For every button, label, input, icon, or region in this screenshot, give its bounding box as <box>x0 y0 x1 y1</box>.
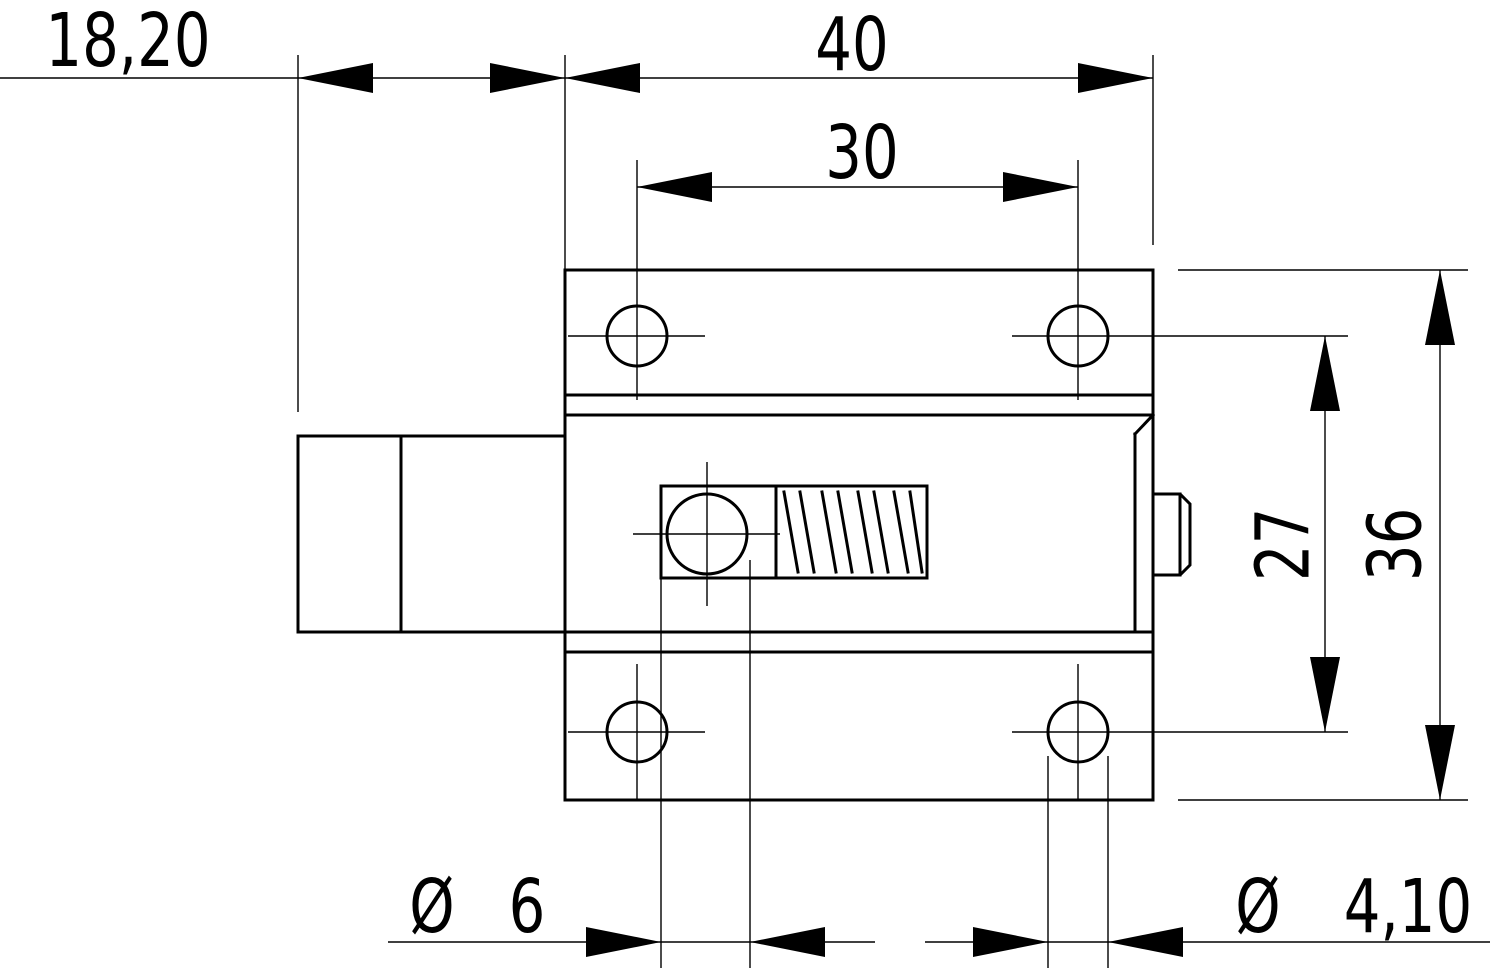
extension-lines <box>0 55 1468 968</box>
bolt <box>296 434 567 634</box>
dimension-bolt-extension: 18,20 <box>45 0 565 93</box>
dim-label-hole-spacing-vertical: 27 <box>1240 508 1327 581</box>
center-lines <box>568 160 1348 800</box>
dimension-knob-diameter: Ø 6 <box>388 863 875 957</box>
diameter-symbol: Ø <box>1235 863 1280 950</box>
dim-label-total-height: 36 <box>1352 508 1439 581</box>
dim-label-hole-spacing-horizontal: 30 <box>825 109 898 196</box>
base-plate-outline <box>563 268 1155 802</box>
diameter-symbol: Ø <box>409 863 454 950</box>
latch-body <box>296 268 1192 802</box>
dim-label-hole-diameter: 4,10 <box>1344 863 1473 950</box>
dim-label-knob-diameter: 6 <box>509 863 546 950</box>
dimension-hole-diameter: Ø 4,10 <box>925 863 1490 957</box>
end-pin <box>1151 492 1192 577</box>
slot-outline <box>659 484 929 580</box>
dimension-hole-spacing-vertical: 27 <box>1240 336 1340 732</box>
dim-label-bolt-extension: 18,20 <box>45 0 210 84</box>
spring <box>782 490 924 574</box>
dimension-hole-spacing-horizontal: 30 <box>637 109 1078 202</box>
dimension-total-height: 36 <box>1352 270 1455 800</box>
dim-label-total-width: 40 <box>815 1 888 88</box>
dimension-total-width: 40 <box>565 1 1153 93</box>
